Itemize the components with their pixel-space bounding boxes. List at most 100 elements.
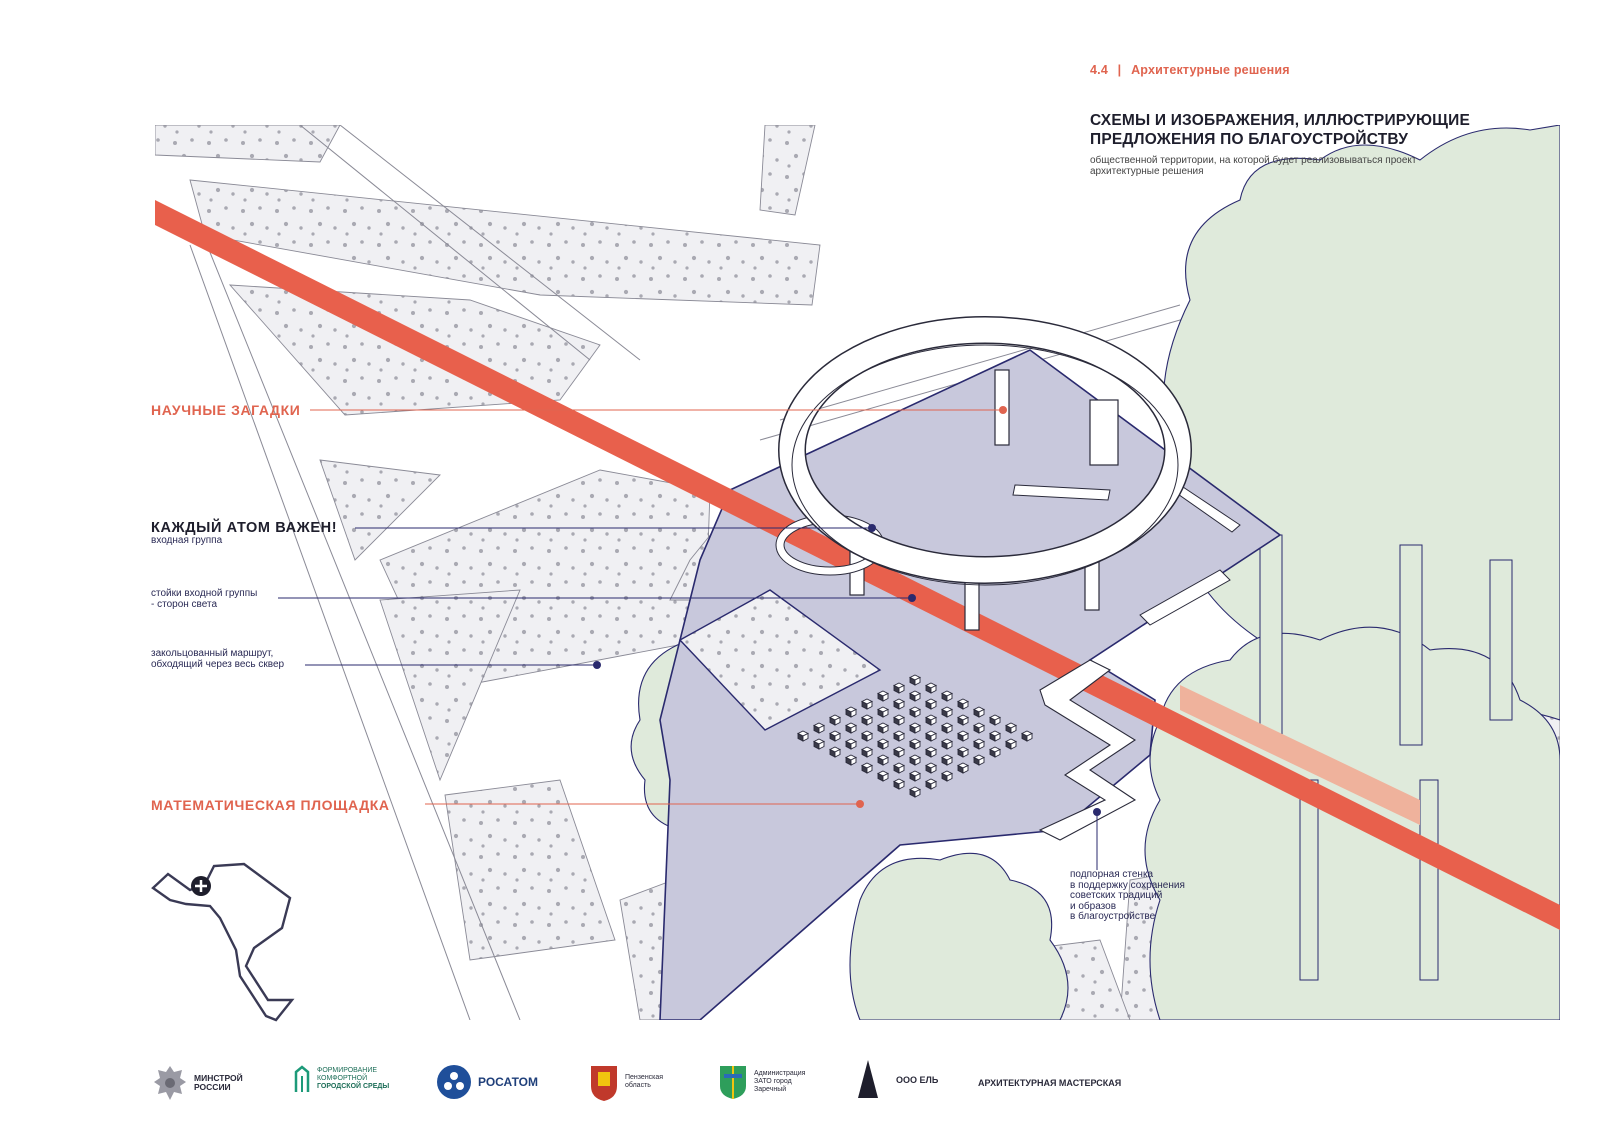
math-cube-face bbox=[978, 724, 985, 734]
math-cube-face bbox=[914, 772, 921, 782]
math-cube-face bbox=[930, 732, 937, 742]
math-cube-face bbox=[866, 764, 873, 774]
math-cube-face bbox=[866, 732, 873, 742]
section-number: 4.4 bbox=[1090, 63, 1108, 77]
penza-line2: область bbox=[625, 1082, 651, 1089]
math-cube-face bbox=[930, 748, 937, 758]
page-subtitle-line1: общественной территории, на которой буде… bbox=[1090, 155, 1417, 166]
label-atom: КАЖДЫЙ АТОМ ВАЖЕН! входная группа bbox=[151, 520, 337, 547]
math-cube-face bbox=[978, 740, 985, 750]
math-cube-face bbox=[946, 708, 953, 718]
page-title-line2: ПРЕДЛОЖЕНИЯ ПО БЛАГОУСТРОЙСТВУ bbox=[1090, 131, 1409, 148]
math-cube-face bbox=[850, 740, 857, 750]
label-loop-line1: закольцованный маршрут, bbox=[151, 648, 274, 659]
math-cube-face bbox=[978, 756, 985, 766]
math-cube-face bbox=[962, 732, 969, 742]
math-cube-face bbox=[882, 692, 889, 702]
math-cube-face bbox=[802, 732, 809, 742]
fks-line3: ГОРОДСКОЙ СРЕДЫ bbox=[317, 1083, 390, 1090]
math-cube-face bbox=[962, 764, 969, 774]
math-cube-face bbox=[850, 708, 857, 718]
math-cube-face bbox=[914, 676, 921, 686]
math-cube-face bbox=[898, 684, 905, 694]
math-cube-face bbox=[898, 732, 905, 742]
lawn bbox=[379, 589, 521, 782]
leader-lines bbox=[278, 406, 1101, 870]
tree bbox=[849, 852, 1069, 1020]
math-cube-face bbox=[946, 724, 953, 734]
zato-line1: Администрация bbox=[754, 1070, 806, 1077]
rosatom-text: РОСАТОМ bbox=[478, 1075, 538, 1089]
math-cube-face bbox=[962, 716, 969, 726]
workshop-text: АРХИТЕКТУРНАЯ МАСТЕРСКАЯ bbox=[978, 1078, 1122, 1088]
location-mini-map bbox=[151, 862, 295, 1022]
label-pillars-line2: - сторон света bbox=[151, 598, 218, 610]
math-cube-face bbox=[834, 748, 841, 758]
lawn bbox=[759, 125, 816, 216]
penza-coat-icon bbox=[591, 1066, 617, 1101]
page-title: СХЕМЫ И ИЗОБРАЖЕНИЯ, ИЛЛЮСТРИРУЮЩИЕ ПРЕД… bbox=[1090, 111, 1470, 149]
logo-zato: Администрация ЗАТО город Заречный bbox=[718, 1064, 805, 1100]
math-cube-face bbox=[930, 764, 937, 774]
math-cube-face bbox=[1010, 740, 1017, 750]
math-cube-face bbox=[994, 748, 1001, 758]
section-separator: | bbox=[1117, 63, 1122, 77]
minstroy-line2: РОССИИ bbox=[194, 1082, 231, 1092]
math-cube-face bbox=[930, 700, 937, 710]
label-atom-sub: входная группа bbox=[151, 535, 223, 546]
page-title-line1: СХЕМЫ И ИЗОБРАЖЕНИЯ, ИЛЛЮСТРИРУЮЩИЕ bbox=[1090, 112, 1471, 129]
math-cube-face bbox=[834, 716, 841, 726]
math-cube-face bbox=[930, 780, 937, 790]
math-cube-face bbox=[882, 724, 889, 734]
label-loop-route: закольцованный маршрут, обходящий через … bbox=[151, 648, 285, 670]
label-wall-line4: и образов bbox=[1070, 900, 1117, 912]
math-cube-face bbox=[818, 724, 825, 734]
ring-pavilion bbox=[775, 316, 1192, 631]
math-cube-face bbox=[914, 692, 921, 702]
zato-line3: Заречный bbox=[754, 1086, 787, 1093]
label-pillars-line1: стойки входной группы bbox=[151, 588, 258, 599]
logo-el: ООО ЕЛЬ bbox=[858, 1060, 938, 1100]
math-cube-face bbox=[1026, 732, 1033, 742]
math-cube-face bbox=[978, 708, 985, 718]
benches bbox=[1012, 484, 1241, 626]
minstroy-line1: МИНСТРОЙ bbox=[194, 1073, 243, 1083]
zato-line2: ЗАТО город bbox=[754, 1078, 792, 1085]
rosatom-icon bbox=[437, 1065, 471, 1099]
math-cube-face bbox=[914, 740, 921, 750]
math-cube-face bbox=[946, 740, 953, 750]
math-cube-face bbox=[930, 716, 937, 726]
logo-penza: Пензенская область bbox=[589, 1062, 663, 1102]
math-cube-face bbox=[914, 788, 921, 798]
math-cube-face bbox=[882, 772, 889, 782]
label-atom-title: КАЖДЫЙ АТОМ ВАЖЕН! bbox=[151, 520, 338, 536]
lawn bbox=[319, 459, 441, 561]
logo-fks: ФОРМИРОВАНИЕ КОМФОРТНОЙ ГОРОДСКОЙ СРЕДЫ bbox=[293, 1064, 389, 1094]
label-loop-line2: обходящий через весь сквер bbox=[151, 658, 285, 670]
spruce-icon bbox=[858, 1060, 878, 1098]
math-cube-face bbox=[882, 708, 889, 718]
math-cube-face bbox=[898, 764, 905, 774]
math-cube-face bbox=[946, 772, 953, 782]
math-cube-face bbox=[962, 700, 969, 710]
main-ring-face bbox=[779, 317, 1191, 583]
math-cube-face bbox=[914, 708, 921, 718]
math-cube-face bbox=[1010, 724, 1017, 734]
loop-route-band-shaded bbox=[1180, 685, 1420, 825]
logo-rosatom: РОСАТОМ bbox=[436, 1064, 538, 1100]
compass-plus-icon bbox=[191, 876, 211, 896]
lawn bbox=[444, 779, 616, 961]
section-heading: 4.4 | Архитектурные решения bbox=[1090, 63, 1290, 77]
fks-line1: ФОРМИРОВАНИЕ bbox=[317, 1067, 378, 1074]
math-cube-face bbox=[866, 716, 873, 726]
math-cube-face bbox=[946, 692, 953, 702]
math-cube-face bbox=[898, 748, 905, 758]
math-cube-face bbox=[882, 740, 889, 750]
label-wall-line5: в благоустройстве bbox=[1070, 911, 1156, 922]
math-cube-face bbox=[850, 724, 857, 734]
math-cube-face bbox=[898, 780, 905, 790]
fks-icon bbox=[294, 1065, 310, 1092]
penza-line1: Пензенская bbox=[625, 1074, 664, 1081]
math-cube-face bbox=[914, 756, 921, 766]
